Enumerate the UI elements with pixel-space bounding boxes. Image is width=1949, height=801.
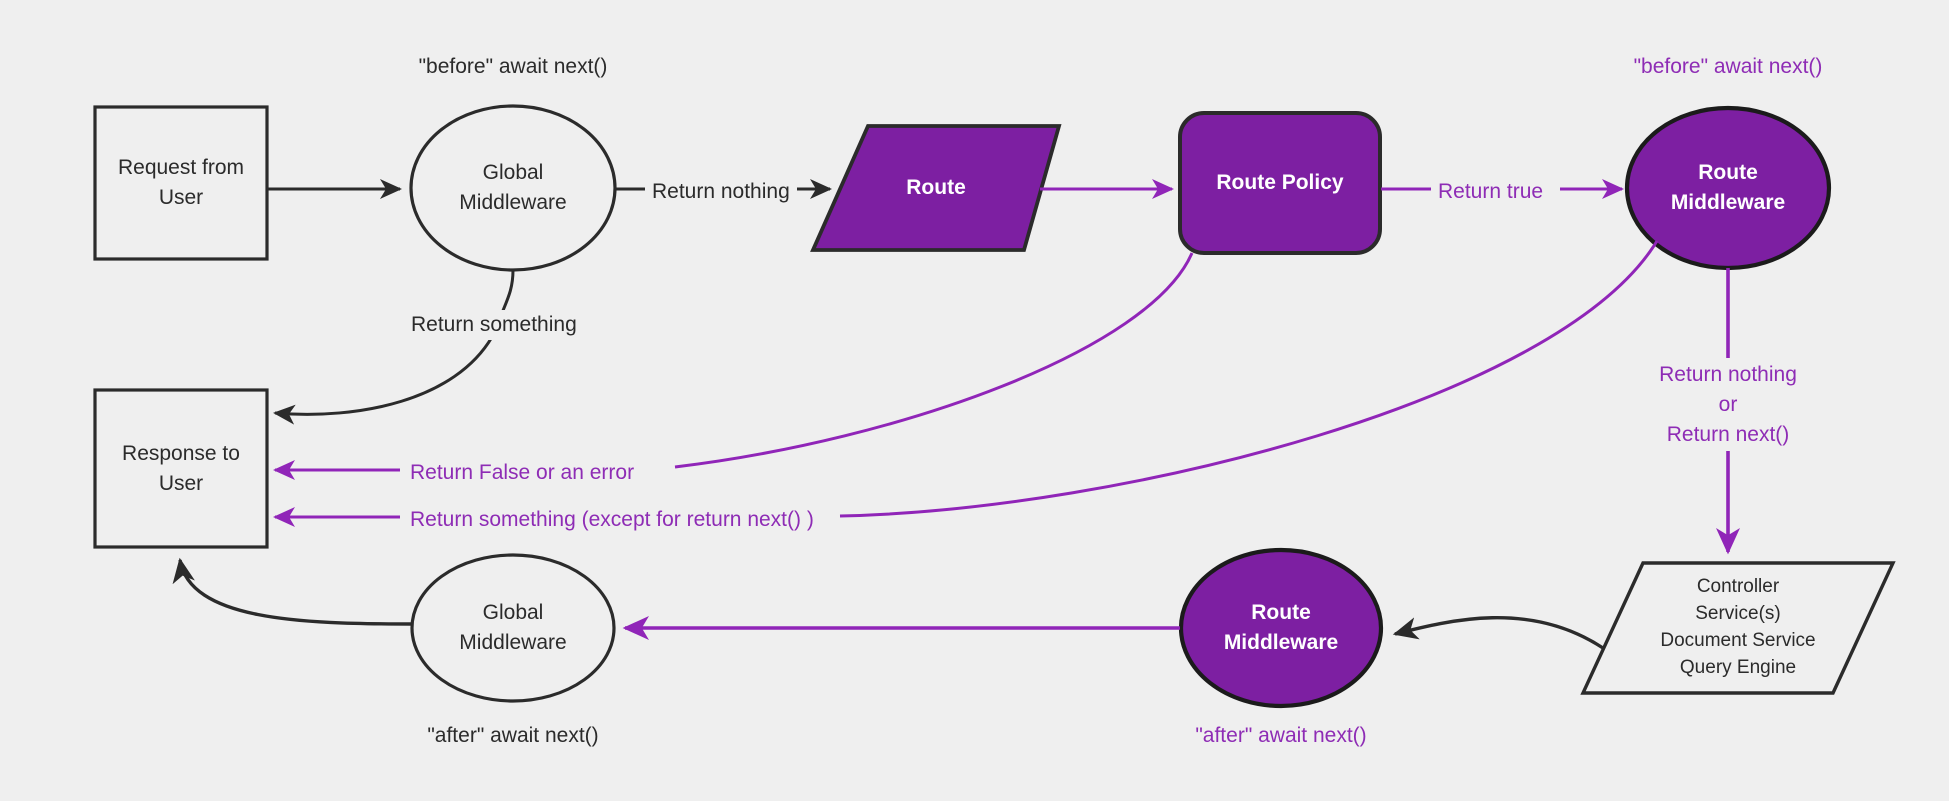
node-global-middleware-top[interactable] xyxy=(409,104,617,272)
node-route-middleware-bottom[interactable] xyxy=(1178,547,1384,709)
edge-label-return-nothing-or-next: Return nothing or Return next() xyxy=(1628,358,1828,452)
return-nothing-line-2: or xyxy=(1718,392,1738,416)
edge-label-return-nothing: Return nothing xyxy=(645,177,797,207)
edge-routemw-return-something-curve xyxy=(839,240,1659,518)
edge-global-return-something-lower xyxy=(273,336,494,425)
annotation-before-await-next-route: "before" await next() xyxy=(1633,55,1823,78)
node-route-policy[interactable] xyxy=(1178,111,1382,255)
node-controller-services[interactable] xyxy=(1580,561,1896,695)
annotation-after-await-next-route: "after" await next() xyxy=(1195,724,1367,747)
edge-label-return-false-or-error: Return False or an error xyxy=(403,458,642,488)
edge-label-return-true: Return true xyxy=(1431,177,1551,207)
node-global-middleware-bottom[interactable] xyxy=(410,553,616,703)
annotation-after-await-next-global: "after" await next() xyxy=(427,724,599,747)
node-response-to-user[interactable] xyxy=(93,388,269,549)
edge-global-mw-to-response xyxy=(172,557,413,626)
annotation-before-await-next-global: "before" await next() xyxy=(418,55,608,78)
node-route[interactable] xyxy=(810,124,1062,252)
node-request-from-user[interactable] xyxy=(93,105,269,261)
edge-policy-return-false-curve xyxy=(674,252,1194,469)
node-route-middleware-top[interactable] xyxy=(1624,105,1832,271)
edge-controller-to-route-middleware xyxy=(1392,616,1604,650)
return-nothing-line-3: Return next() xyxy=(1666,422,1790,446)
return-nothing-line-1: Return nothing xyxy=(1659,363,1797,386)
edge-label-return-something: Return something xyxy=(404,310,584,340)
edge-label-return-something-except: Return something (except for return next… xyxy=(403,505,821,535)
